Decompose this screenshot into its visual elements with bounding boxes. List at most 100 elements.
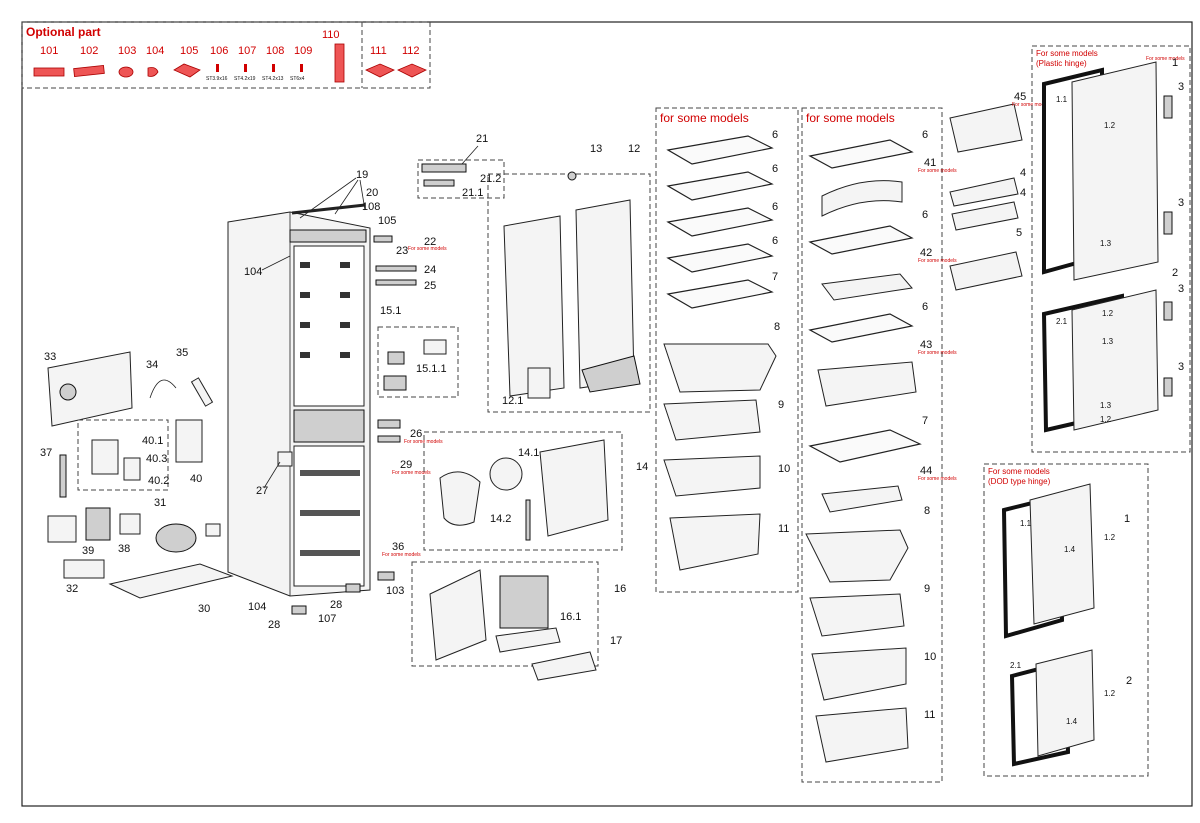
- label-104-top: 104: [244, 266, 262, 278]
- optional-part-num-105: 105: [180, 45, 198, 57]
- group-15-1: 15.1 15.1.1: [377, 305, 459, 398]
- part-28-left: [291, 605, 307, 615]
- glass-shelf-a-5: [666, 279, 774, 309]
- part-104-shape: [147, 67, 159, 77]
- label-4a: 4: [1020, 167, 1026, 179]
- part-105-shape: [173, 63, 201, 78]
- label-28-left: 28: [268, 619, 280, 631]
- part-110-shape: [334, 43, 345, 83]
- optional-part-num-110: 110: [322, 29, 340, 41]
- drawer-a-11: [669, 513, 761, 571]
- part-12-left-panel: [503, 215, 565, 397]
- label-e2: 2: [1126, 675, 1132, 687]
- part-21-1-shape: [423, 179, 455, 187]
- label-21-2: 21.2: [480, 173, 501, 185]
- label-16-1: 16.1: [560, 611, 581, 623]
- part-14-1-fan: [489, 457, 523, 491]
- label-d2-1-3: 1.3: [1102, 337, 1114, 346]
- label-40-1: 40.1: [142, 435, 163, 447]
- optional-part-num-101: 101: [40, 45, 58, 57]
- label-34: 34: [146, 359, 158, 371]
- label-b10: 10: [924, 651, 936, 663]
- label-d1-1: 1.1: [1056, 95, 1068, 104]
- group-26-29: 26 For some models 29 For some models: [377, 419, 443, 476]
- label-a7: 7: [772, 271, 778, 283]
- label-37: 37: [40, 447, 52, 459]
- part-34-shape: [149, 379, 177, 399]
- part-14-duct: [439, 471, 481, 526]
- label-14-1: 14.1: [518, 447, 539, 459]
- label-105: 105: [378, 215, 396, 227]
- group-12: 13 12 12.1: [487, 143, 651, 413]
- part-25-shape: [375, 279, 417, 286]
- label-e1-2b: 1.2: [1104, 689, 1116, 698]
- label-a6-1: 6: [772, 129, 778, 141]
- label-a6-4: 6: [772, 235, 778, 247]
- part-108-shape: [272, 64, 275, 72]
- label-e1: 1: [1124, 513, 1130, 525]
- drawer-a-9: [663, 399, 761, 441]
- label-4b: 4: [1020, 187, 1026, 199]
- label-15-1: 15.1: [380, 305, 401, 317]
- group-16: 16.1 16 17: [411, 561, 626, 681]
- part-103-shape: [118, 66, 134, 78]
- part-13-shape: [567, 171, 577, 181]
- note-42: For some models: [918, 258, 957, 264]
- label-d1-2b: 1.2: [1100, 415, 1112, 424]
- optional-part-num-108: 108: [266, 45, 284, 57]
- label-107: 107: [318, 613, 336, 625]
- label-104-bottom: 104: [248, 601, 266, 613]
- label-24: 24: [424, 264, 436, 276]
- part-27-shape: [277, 451, 293, 467]
- part-41-wine-rack: [821, 180, 903, 217]
- label-16: 16: [614, 583, 626, 595]
- label-27: 27: [256, 485, 268, 497]
- label-a6-3: 6: [772, 201, 778, 213]
- cabinet-assembly: [227, 203, 371, 597]
- label-b6-3: 6: [922, 301, 928, 313]
- label-108: 108: [362, 201, 380, 213]
- label-36: 36: [392, 541, 404, 553]
- label-40-2: 40.2: [148, 475, 169, 487]
- label-103: 103: [386, 585, 404, 597]
- optional-part-num-102: 102: [80, 45, 98, 57]
- label-d2-1: 2.1: [1056, 317, 1068, 326]
- glass-shelf-a-2: [666, 171, 774, 201]
- label-b8: 8: [924, 505, 930, 517]
- label-d2: 2: [1172, 267, 1178, 279]
- drawer-a-10: [663, 455, 761, 497]
- doors-dod-frame: [983, 463, 1149, 777]
- compressor-area: 33 34 35 37 40.1 40.3 40.2 40 31 39 38 3…: [40, 347, 234, 615]
- door-1-panel: [1071, 61, 1159, 281]
- label-b42: 42: [920, 247, 932, 259]
- label-38: 38: [118, 543, 130, 555]
- shelves-b-frame: [801, 107, 943, 783]
- label-33: 33: [44, 351, 56, 363]
- shelves-set-a: for some models 6 6 6 6 7 8 9 10 11: [655, 107, 799, 593]
- optional-part-num-103: 103: [118, 45, 136, 57]
- part-4b-shape: [951, 201, 1019, 231]
- label-40-3: 40.3: [146, 453, 167, 465]
- doors-plastic-hinge: For some models (Plastic hinge) For some…: [1031, 45, 1191, 453]
- part-44-shape: [821, 485, 903, 513]
- part-31-compressor: [155, 523, 197, 553]
- optional-part-code-109: ST6x4: [290, 76, 305, 82]
- drawer-b-11: [815, 707, 909, 763]
- label-d1: 1: [1172, 57, 1178, 69]
- part-109-shape: [300, 64, 303, 72]
- optional-part-code-107: ST4.2x19: [234, 76, 256, 82]
- label-14: 14: [636, 461, 648, 473]
- part-40-shape: [175, 419, 203, 463]
- glass-shelf-a-3: [666, 207, 774, 237]
- note-43: For some models: [918, 350, 957, 356]
- part-24-shape: [375, 265, 417, 272]
- drawer-b-9: [809, 593, 905, 637]
- shelves-b-title: for some models: [806, 111, 895, 125]
- label-25: 25: [424, 280, 436, 292]
- part-101-shape: [33, 67, 65, 77]
- doors-plastic-frame: [1031, 45, 1191, 453]
- cabinet-rails: [300, 262, 360, 556]
- optional-part-num-104: 104: [146, 45, 164, 57]
- label-39: 39: [82, 545, 94, 557]
- label-d3c: 3: [1178, 283, 1184, 295]
